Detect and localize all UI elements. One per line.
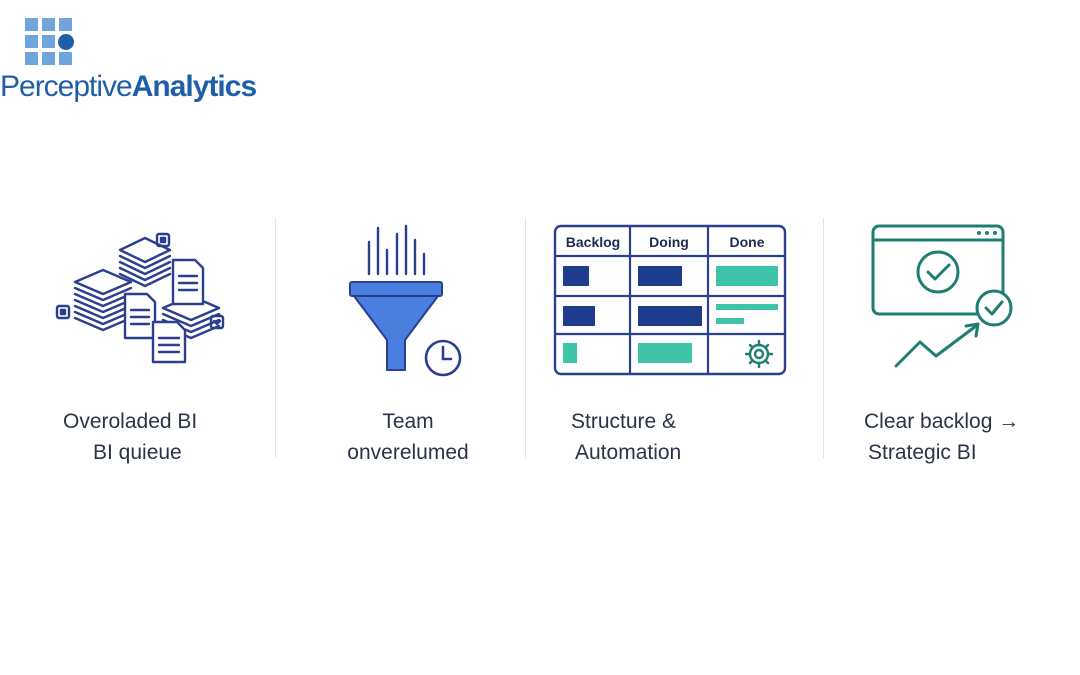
logo-word-perceptive: Perceptive <box>0 70 133 103</box>
kanban-board-icon: Backlog Doing Done <box>553 224 787 376</box>
logo-grid-icon <box>25 18 74 65</box>
kanban-column-done: Done <box>730 234 765 250</box>
step-3-line-2: Automation <box>575 441 682 464</box>
kanban-column-doing: Doing <box>649 234 689 250</box>
kanban-card <box>638 306 702 326</box>
kanban-column-backlog: Backlog <box>566 234 620 250</box>
kanban-card <box>716 266 778 286</box>
gear-icon <box>744 339 774 369</box>
step-4-line-1: Clear backlog → <box>864 410 1020 433</box>
step-4-caption: Clear backlog → Strategic BI <box>864 406 1080 468</box>
step-4-line-2: Strategic BI <box>868 441 977 464</box>
step-1-line-1: Overoladed BI <box>63 410 198 433</box>
kanban-card <box>563 343 577 363</box>
funnel-clock-icon <box>349 224 462 377</box>
logo-wordmark: PerceptiveAnalytics <box>0 70 257 104</box>
step-2-line-1: Team <box>382 410 434 433</box>
kanban-card <box>638 266 682 286</box>
step-1-caption: Overoladed BI BI quieue <box>63 406 313 468</box>
step-3-line-1: Structure & <box>571 410 677 433</box>
divider-3 <box>823 218 824 458</box>
step-2-line-2: onverelumed <box>347 441 469 464</box>
step-2-caption: Team onverelumed <box>328 406 488 468</box>
stacked-documents-icon <box>55 232 225 364</box>
kanban-card <box>716 304 778 310</box>
kanban-card <box>563 266 589 286</box>
logo-word-analytics: Analytics <box>131 70 257 103</box>
kanban-card <box>716 318 744 324</box>
step-1-line-2: BI quieue <box>93 441 182 464</box>
kanban-card <box>563 306 595 326</box>
divider-2 <box>525 218 526 458</box>
step-3-caption: Structure & Automation <box>571 406 821 468</box>
divider-1 <box>275 218 276 458</box>
kanban-card <box>638 343 692 363</box>
monitor-check-growth-icon <box>871 224 1013 368</box>
